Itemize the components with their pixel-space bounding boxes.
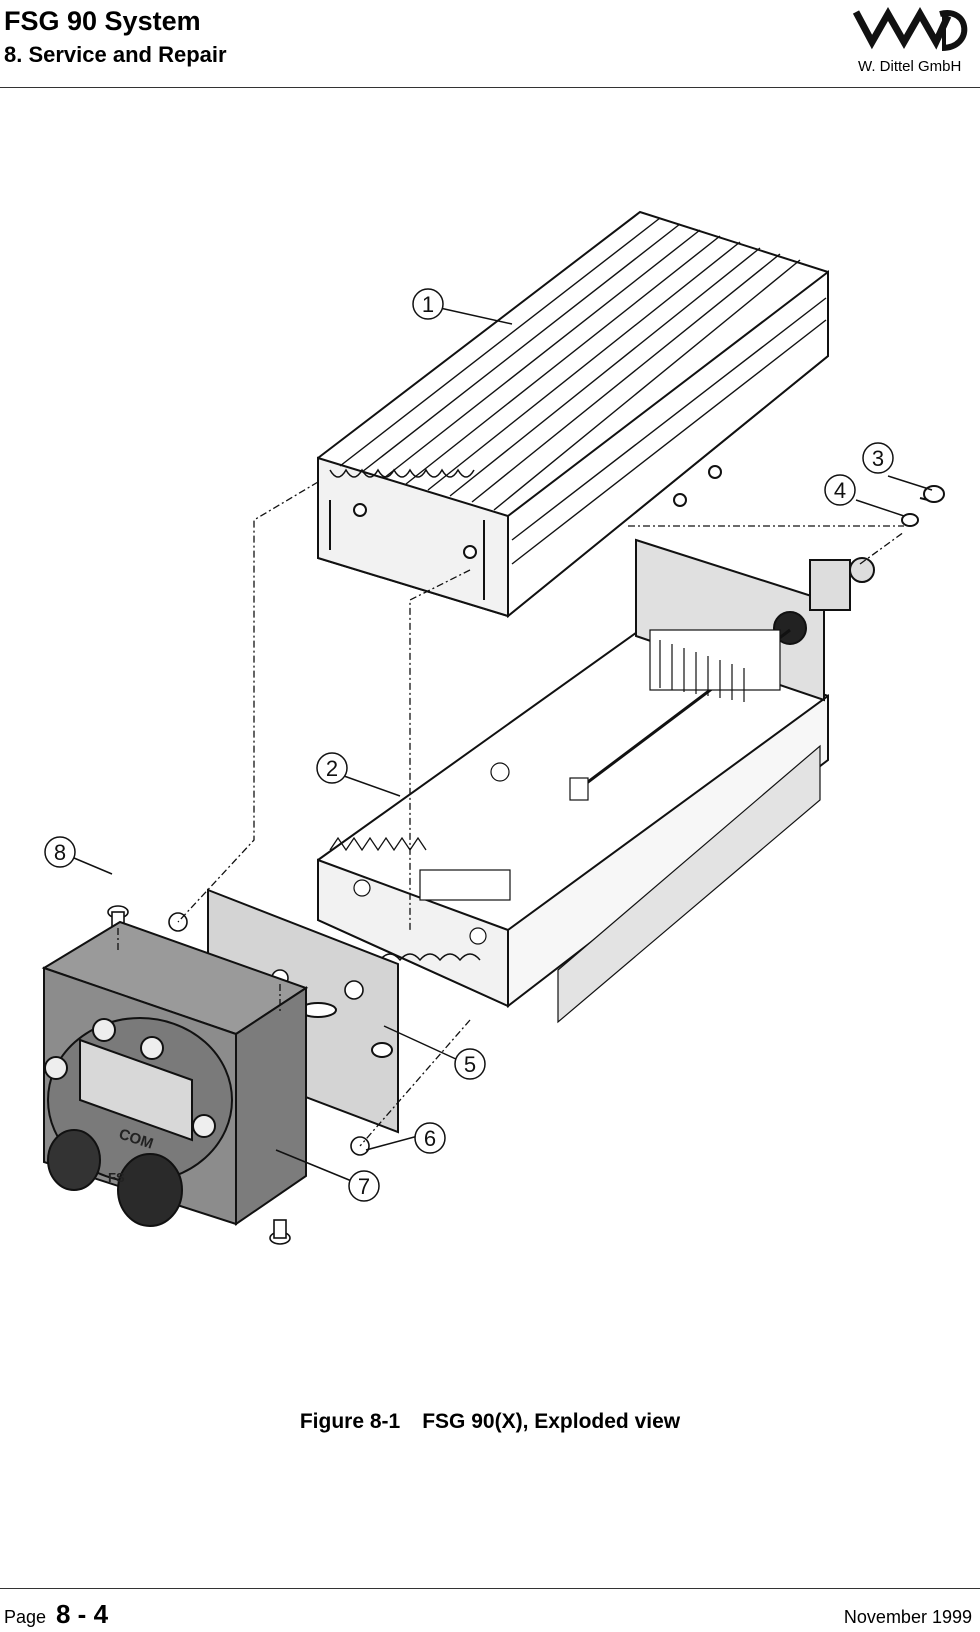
exploded-view-figure: COM FS 1 2 3 4 5 6 7 8 bbox=[41, 210, 945, 1245]
part-7-control-head: COM FS bbox=[41, 920, 309, 1227]
part-3-screw bbox=[919, 485, 945, 503]
figure-title: FSG 90(X), Exploded view bbox=[422, 1410, 681, 1433]
company-name: W. Dittel GmbH bbox=[858, 58, 962, 75]
callout-7: 7 bbox=[358, 1174, 370, 1199]
device-fs-label: FS bbox=[108, 1170, 125, 1185]
header-divider bbox=[0, 87, 980, 88]
footer-divider bbox=[0, 1588, 980, 1589]
callout-3: 3 bbox=[872, 446, 884, 471]
page-label: Page bbox=[4, 1607, 47, 1627]
assembly-guide-lines bbox=[117, 481, 905, 1147]
callout-5: 5 bbox=[464, 1052, 476, 1077]
part-4-washer bbox=[901, 513, 919, 527]
callouts: 1 2 3 4 5 6 7 8 bbox=[44, 288, 933, 1202]
page-number: 8 - 4 bbox=[56, 1599, 109, 1629]
section-title: 8. Service and Repair bbox=[4, 42, 227, 67]
document-date: November 1999 bbox=[843, 1607, 972, 1627]
callout-1: 1 bbox=[422, 292, 434, 317]
callout-4: 4 bbox=[834, 478, 846, 503]
page-header: FSG 90 System 8. Service and Repair W. D… bbox=[0, 0, 980, 88]
wd-logo-icon bbox=[852, 6, 968, 51]
part-1-cover bbox=[317, 210, 829, 619]
callout-2: 2 bbox=[326, 756, 338, 781]
document-title: FSG 90 System bbox=[4, 6, 201, 36]
figure-caption: Figure 8-1 FSG 90(X), Exploded view bbox=[0, 1410, 980, 1434]
callout-6: 6 bbox=[424, 1126, 436, 1151]
part-2-chassis bbox=[317, 538, 875, 1024]
figure-number: Figure 8-1 bbox=[299, 1410, 401, 1433]
callout-8: 8 bbox=[54, 840, 66, 865]
